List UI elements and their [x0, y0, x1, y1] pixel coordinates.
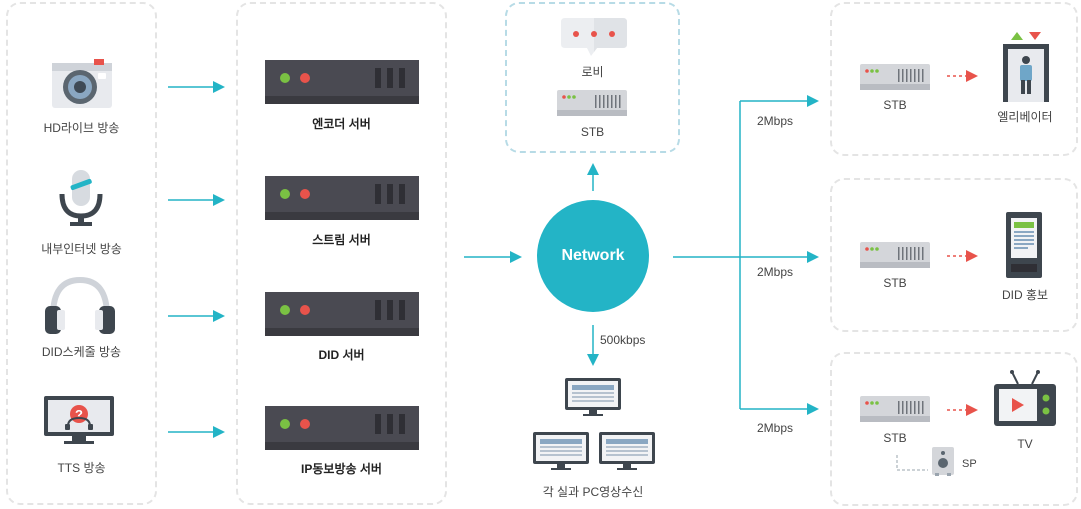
branch-stb-label-2: STB [883, 276, 907, 290]
pc-label: 각 실과 PC영상수신 [542, 485, 644, 499]
svg-text:?: ? [75, 407, 83, 422]
microphone-icon [59, 170, 103, 226]
monitor-question-icon: ? [44, 396, 114, 444]
tv-icon [994, 370, 1056, 426]
stb-icon [860, 396, 930, 422]
branch-bandwidth-3: 2Mbps [757, 421, 794, 435]
server-stream [265, 176, 419, 220]
lobby-stb-label: STB [580, 125, 605, 139]
source-label-2: 내부인터넷 방송 [41, 242, 122, 256]
speaker-icon [932, 447, 954, 476]
branch-stb-label-1: STB [883, 98, 907, 112]
stb-icon [860, 242, 930, 268]
headphones-icon [45, 276, 115, 334]
branch-device-label-1: 엘리베이터 [997, 110, 1053, 124]
network-label: Network [561, 247, 625, 264]
server-label-1: 엔코더 서버 [312, 117, 371, 131]
did-panel [830, 178, 1078, 332]
server-icon [265, 292, 419, 336]
sp-connector [896, 455, 928, 471]
pc-monitor-left [533, 432, 589, 470]
branch-device-label-2: DID 홍보 [1001, 288, 1049, 302]
servers-panel [236, 2, 447, 505]
branch-device-label-3: TV [1017, 437, 1033, 451]
server-label-3: DID 서버 [318, 348, 365, 362]
lobby-panel [505, 2, 680, 153]
stb-icon [557, 90, 627, 116]
tv-panel [830, 352, 1078, 506]
kiosk-icon [1006, 212, 1042, 278]
elevator-panel [830, 2, 1078, 156]
source-label-4: TTS 방송 [57, 461, 106, 475]
server-did [265, 292, 419, 336]
server-encoder [265, 60, 419, 104]
server-icon [265, 60, 419, 104]
branch-bandwidth-2: 2Mbps [757, 265, 794, 279]
sp-label: SP [962, 458, 977, 470]
network-node: Network [537, 200, 649, 312]
branch-bandwidth-1: 2Mbps [757, 114, 794, 128]
pc-monitor-right [599, 432, 655, 470]
elevator-icon [1003, 32, 1049, 102]
server-icon [265, 406, 419, 450]
server-ip-broadcast [265, 406, 419, 450]
camera-icon [52, 59, 112, 108]
server-icon [265, 176, 419, 220]
pc-monitors-icon [533, 378, 655, 470]
source-label-3: DID스케줄 방송 [41, 345, 122, 359]
server-label-2: 스트림 서버 [312, 233, 371, 247]
lobby-label: 로비 [581, 65, 604, 79]
branch-stb-label-3: STB [883, 431, 907, 445]
pc-monitor-top [565, 378, 621, 416]
server-label-4: IP동보방송 서버 [301, 462, 382, 476]
stb-icon [860, 64, 930, 90]
speech-bubble-icon [561, 18, 627, 56]
pc-bandwidth-label: 500kbps [600, 333, 646, 347]
source-label-1: HD라이브 방송 [43, 121, 120, 135]
sources-panel [6, 2, 157, 505]
